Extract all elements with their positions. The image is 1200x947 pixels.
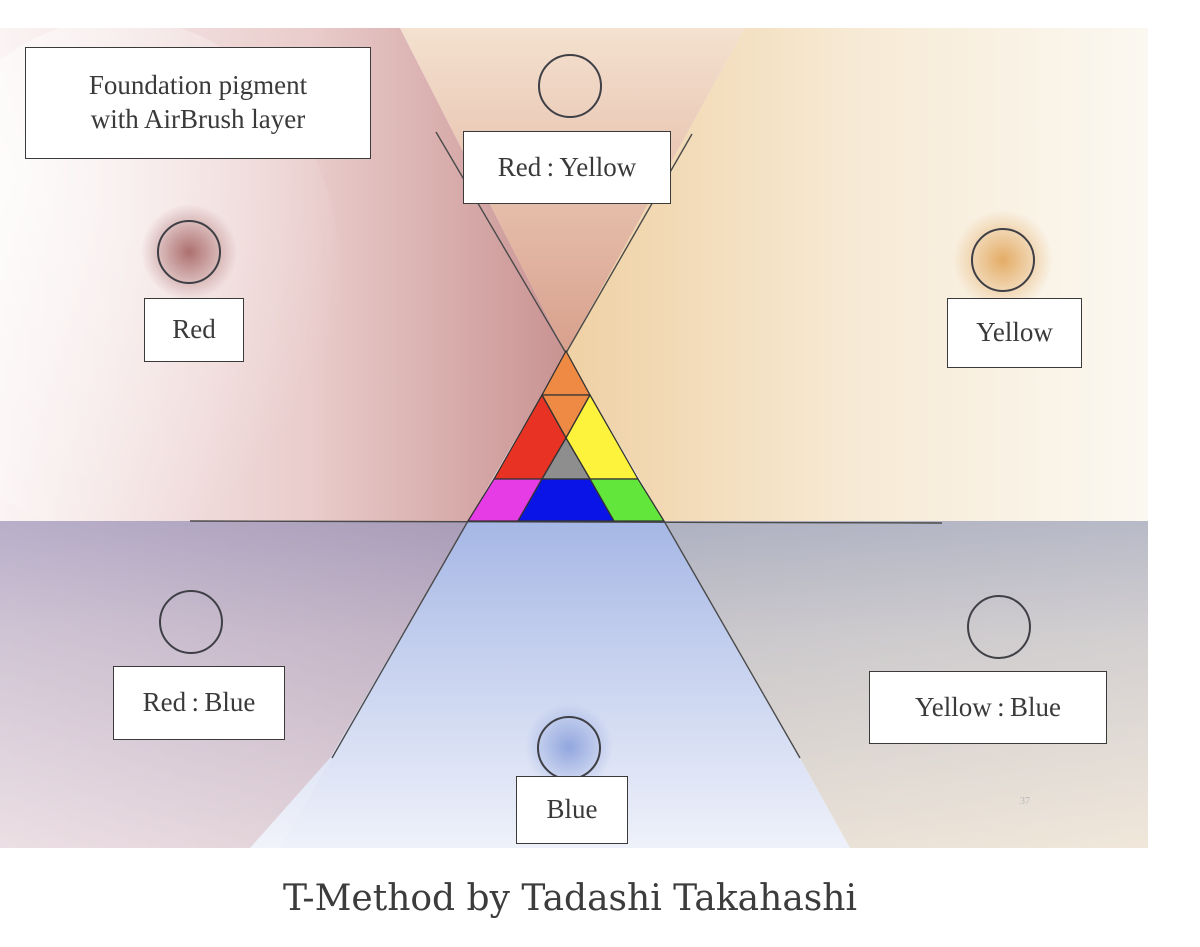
red-ring (157, 220, 221, 284)
red-blue-ring (159, 590, 223, 654)
triangle-green (589, 478, 665, 522)
title-line-1: Foundation pigment (88, 70, 308, 101)
red-yellow-ring (538, 54, 602, 118)
t-method-diagram: Foundation pigment with AirBrush layer R… (0, 18, 1148, 848)
left-upper-line (435, 131, 567, 354)
yellow-label: Yellow (947, 298, 1082, 368)
guide-lines (189, 131, 943, 759)
caption: T-Method by Tadashi Takahashi (283, 878, 857, 919)
blue-wedge (280, 521, 850, 848)
yellow-ring (971, 228, 1035, 292)
yellow-region (566, 28, 1148, 521)
yellow-blue-label: Yellow : Blue (869, 671, 1107, 744)
red-blue-label: Red : Blue (113, 666, 285, 740)
color-triangle (467, 350, 665, 522)
title-box: Foundation pigment with AirBrush layer (25, 47, 371, 159)
left-lower-line (331, 520, 469, 759)
yellow-blue-ring (967, 595, 1031, 659)
blue-ring (537, 716, 601, 780)
right-upper-line (565, 133, 693, 354)
red-label: Red (144, 298, 244, 362)
title-line-2: with AirBrush layer (90, 104, 306, 134)
blue-label: Blue (516, 776, 628, 844)
right-lower-line (663, 520, 801, 759)
horizon-line (189, 520, 943, 524)
page-number: 37 (1020, 796, 1030, 807)
red-yellow-label: Red : Yellow (463, 131, 671, 204)
